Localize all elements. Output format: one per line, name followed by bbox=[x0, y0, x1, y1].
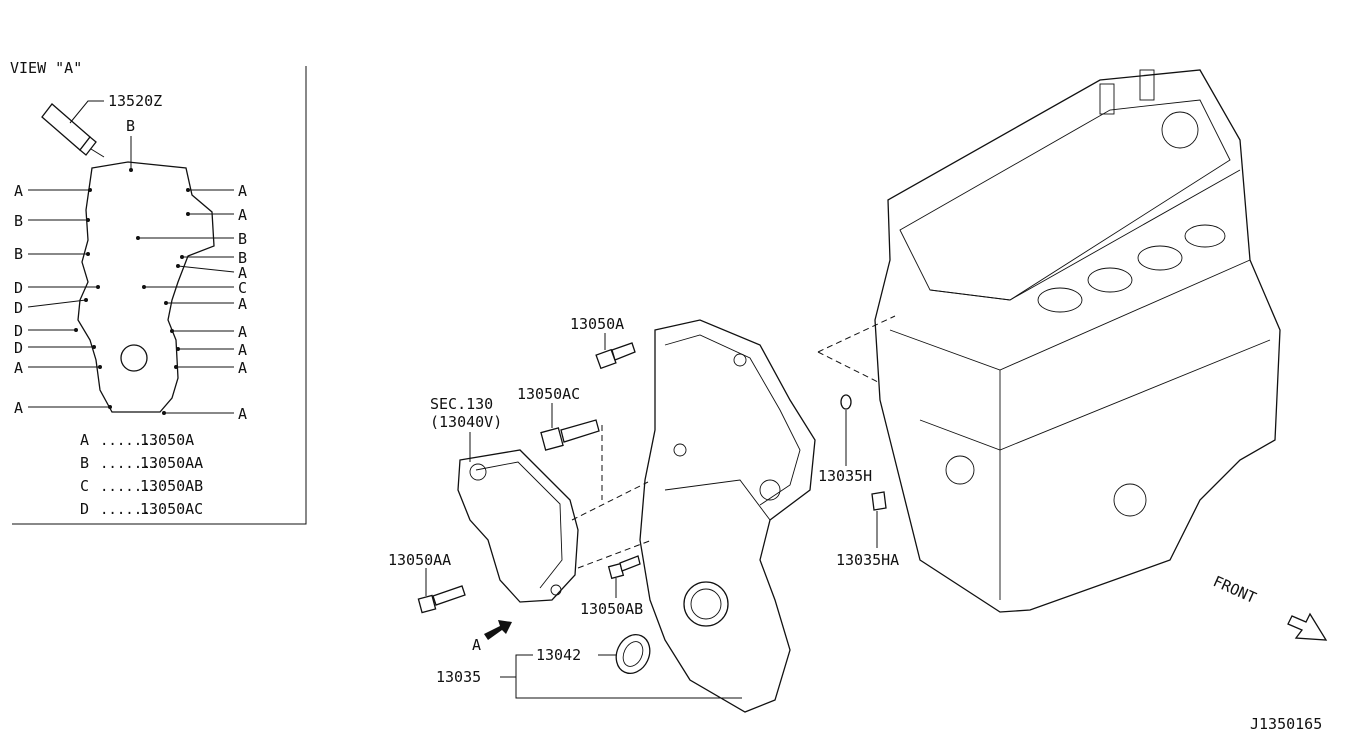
crank-hole-view-a bbox=[120, 344, 148, 372]
crank-seal-bore bbox=[683, 581, 729, 627]
bolt-13050ac-icon bbox=[540, 419, 600, 451]
svg-text:A: A bbox=[14, 182, 23, 200]
front-label: FRONT bbox=[1210, 572, 1259, 607]
gasket-13035ha-icon bbox=[871, 491, 887, 511]
inset-frame bbox=[12, 66, 307, 525]
svg-text:13050AA: 13050AA bbox=[140, 454, 203, 472]
label-13035h: 13035H bbox=[818, 467, 872, 485]
svg-text:B: B bbox=[238, 230, 247, 248]
svg-text:A: A bbox=[238, 359, 247, 377]
svg-text:D: D bbox=[14, 339, 23, 357]
label-13050a: 13050A bbox=[570, 315, 624, 333]
label-13050aa: 13050AA bbox=[388, 551, 451, 569]
bolt-13050ab-icon bbox=[607, 555, 641, 580]
label-13035ha: 13035HA bbox=[836, 551, 899, 569]
svg-text:B: B bbox=[238, 249, 247, 267]
svg-text:13050AB: 13050AB bbox=[140, 477, 203, 495]
svg-text:.......: ....... bbox=[100, 433, 159, 449]
svg-text:A: A bbox=[14, 359, 23, 377]
view-a-arrow-icon bbox=[484, 620, 512, 640]
gasket-13035h-icon bbox=[840, 394, 852, 410]
front-arrow-icon bbox=[1287, 612, 1328, 641]
view-a-title: VIEW "A" bbox=[10, 59, 82, 77]
sealant-tube-icon bbox=[41, 103, 105, 158]
bolt-13050aa-icon bbox=[417, 585, 466, 614]
svg-text:D: D bbox=[80, 500, 89, 518]
sec-130-housing bbox=[457, 449, 579, 603]
label-13042: 13042 bbox=[536, 646, 581, 664]
callout-top-b: B bbox=[126, 117, 135, 135]
svg-text:A: A bbox=[238, 206, 247, 224]
svg-text:C: C bbox=[80, 477, 89, 495]
label-sec-130: SEC.130 bbox=[430, 395, 493, 413]
svg-text:A: A bbox=[238, 295, 247, 313]
left-callouts: A B B D D D D A A bbox=[14, 182, 112, 417]
svg-text:A: A bbox=[238, 405, 247, 423]
svg-text:D: D bbox=[14, 322, 23, 340]
label-13050ac: 13050AC bbox=[517, 385, 580, 403]
diagram-code: J1350165 bbox=[1250, 715, 1322, 733]
bolt-legend: A ....... 13050A B ....... 13050AA C ...… bbox=[80, 431, 203, 518]
svg-text:D: D bbox=[14, 299, 23, 317]
svg-text:C: C bbox=[238, 279, 247, 297]
right-callouts: A A B B A C A A A A A bbox=[136, 182, 247, 423]
svg-text:13050A: 13050A bbox=[140, 431, 194, 449]
svg-text:A: A bbox=[238, 341, 247, 359]
engine-block-illustration bbox=[874, 69, 1281, 613]
timing-chain-cover bbox=[639, 319, 816, 713]
front-oil-seal-icon bbox=[615, 634, 651, 674]
svg-text:A: A bbox=[238, 182, 247, 200]
bolt-13050a-icon bbox=[595, 342, 636, 370]
sealant-part-number: 13520Z bbox=[108, 92, 162, 110]
svg-text:.......: ....... bbox=[100, 456, 159, 472]
view-a-inset: VIEW "A" 13520Z B A B B D D D bbox=[10, 59, 307, 525]
label-13050ab: 13050AB bbox=[580, 600, 643, 618]
label-13040v: (13040V) bbox=[430, 413, 502, 431]
label-view-arrow: A bbox=[472, 636, 481, 654]
svg-text:A: A bbox=[80, 431, 89, 449]
svg-text:B: B bbox=[14, 245, 23, 263]
svg-text:A: A bbox=[238, 323, 247, 341]
svg-text:B: B bbox=[14, 212, 23, 230]
svg-text:A: A bbox=[238, 264, 247, 282]
label-13035: 13035 bbox=[436, 668, 481, 686]
svg-text:.......: ....... bbox=[100, 479, 159, 495]
svg-text:B: B bbox=[80, 454, 89, 472]
svg-text:D: D bbox=[14, 279, 23, 297]
svg-text:A: A bbox=[14, 399, 23, 417]
svg-text:.......: ....... bbox=[100, 502, 159, 518]
svg-text:13050AC: 13050AC bbox=[140, 500, 203, 518]
